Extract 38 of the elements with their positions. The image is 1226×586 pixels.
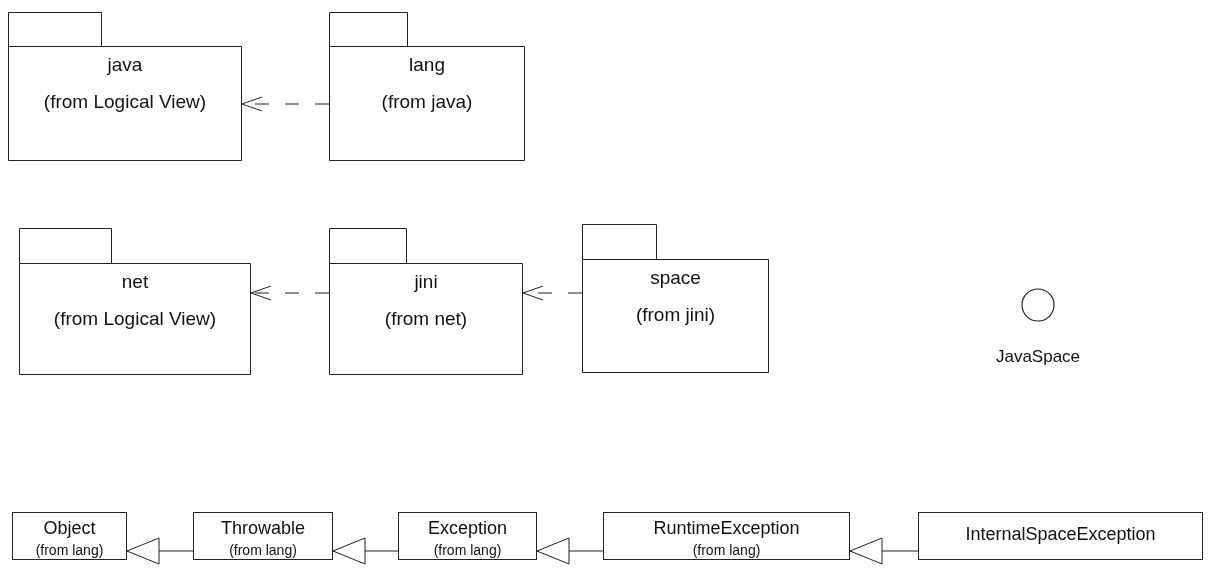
package-origin: (from jini)	[635, 304, 716, 326]
class-origin: (from lang)	[692, 541, 761, 559]
package-name: jini	[414, 271, 438, 293]
package-name: space	[650, 267, 701, 289]
class-box	[12, 512, 127, 560]
class-name: RuntimeException	[653, 517, 800, 539]
dependency-arrow	[250, 285, 330, 301]
package-origin: (from net)	[384, 308, 468, 330]
class-origin: (from lang)	[229, 541, 297, 559]
class-name: InternalSpaceException	[965, 523, 1156, 545]
dependency-arrow	[241, 96, 330, 112]
class-origin: (from lang)	[433, 541, 502, 559]
class-name: Throwable	[220, 517, 305, 539]
class-box	[193, 512, 333, 560]
generalization-arrow	[332, 537, 399, 565]
interface-circle	[1021, 288, 1055, 322]
interface-name: JavaSpace	[995, 347, 1081, 367]
class-origin: (from lang)	[35, 541, 104, 559]
package-symbol	[582, 224, 769, 373]
generalization-arrow	[536, 537, 604, 565]
generalization-arrow	[126, 537, 194, 565]
dependency-arrow	[522, 285, 583, 301]
class-name: Exception	[427, 517, 508, 539]
package-symbol	[8, 12, 242, 161]
class-box	[398, 512, 537, 560]
class-box	[918, 512, 1203, 560]
package-symbol	[329, 12, 525, 161]
package-name: java	[107, 54, 143, 76]
package-origin: (from Logical View)	[53, 308, 217, 330]
generalization-arrow	[849, 537, 919, 565]
package-name: net	[121, 271, 149, 293]
class-name: Object	[43, 517, 96, 539]
package-symbol	[329, 228, 523, 375]
class-box	[603, 512, 850, 560]
package-symbol	[19, 228, 251, 375]
package-name: lang	[409, 54, 445, 76]
package-origin: (from java)	[381, 91, 473, 113]
package-origin: (from Logical View)	[43, 91, 207, 113]
